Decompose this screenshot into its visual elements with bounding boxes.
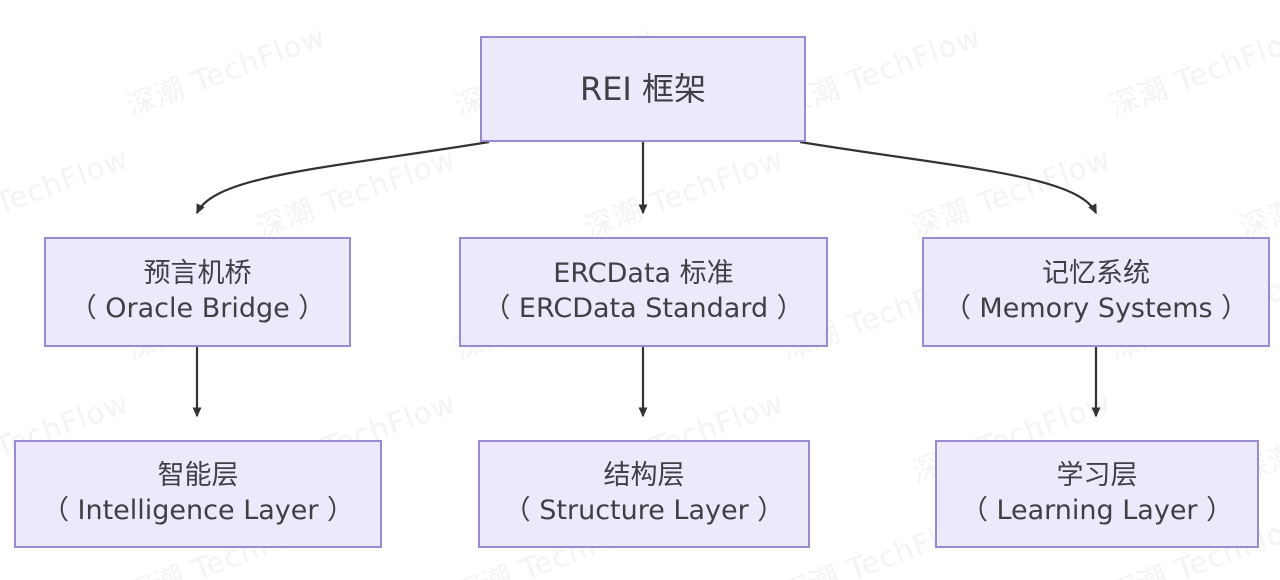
node-structure-layer-title: 结构层: [603, 460, 685, 492]
node-ercdata-standard-subtitle: （ ERCData Standard ）: [483, 293, 804, 324]
node-learning-layer[interactable]: 学习层 （ Learning Layer ）: [935, 440, 1259, 548]
node-memory-systems-title: 记忆系统: [1042, 258, 1150, 290]
node-learning-layer-subtitle: （ Learning Layer ）: [960, 495, 1234, 526]
node-memory-systems[interactable]: 记忆系统 （ Memory Systems ）: [922, 237, 1270, 347]
node-structure-layer-subtitle: （ Structure Layer ）: [503, 495, 785, 526]
node-oracle-bridge-title: 预言机桥: [143, 258, 252, 290]
node-oracle-bridge-subtitle: （ Oracle Bridge ）: [69, 293, 326, 324]
node-intelligence-layer[interactable]: 智能层 （ Intelligence Layer ）: [14, 440, 382, 548]
node-ercdata-standard[interactable]: ERCData 标准 （ ERCData Standard ）: [459, 237, 828, 347]
node-oracle-bridge[interactable]: 预言机桥 （ Oracle Bridge ）: [44, 237, 351, 347]
node-intelligence-layer-subtitle: （ Intelligence Layer ）: [41, 495, 355, 526]
node-ercdata-standard-title: ERCData 标准: [553, 258, 734, 290]
node-rei-framework-title: REI 框架: [579, 69, 707, 108]
node-memory-systems-subtitle: （ Memory Systems ）: [943, 293, 1249, 324]
node-structure-layer[interactable]: 结构层 （ Structure Layer ）: [478, 440, 810, 548]
node-intelligence-layer-title: 智能层: [157, 460, 239, 492]
node-learning-layer-title: 学习层: [1056, 460, 1138, 492]
node-rei-framework[interactable]: REI 框架: [480, 36, 806, 142]
